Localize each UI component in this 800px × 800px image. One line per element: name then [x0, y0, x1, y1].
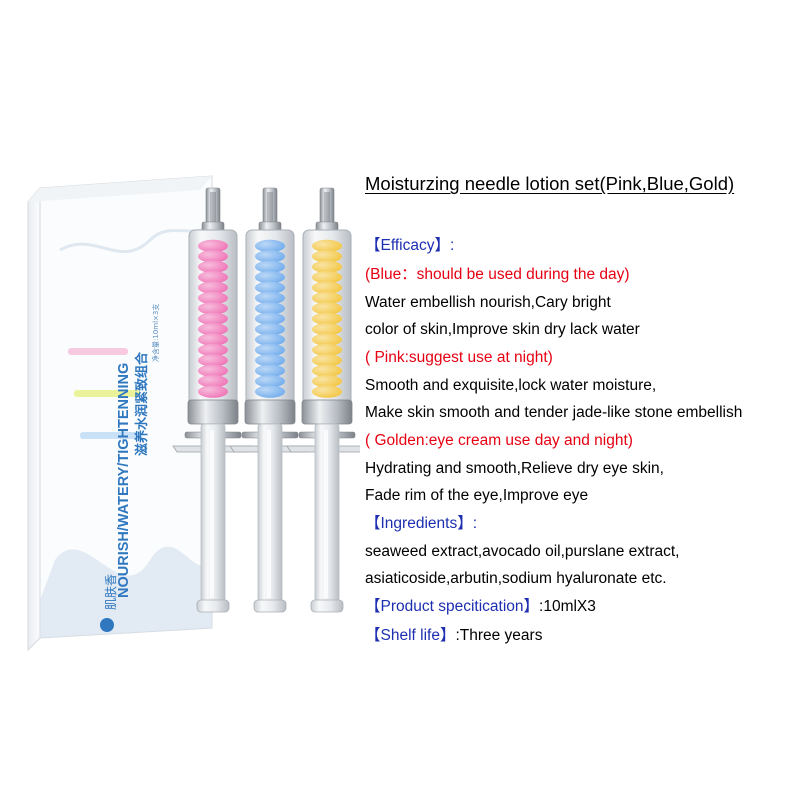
brand-logo [100, 618, 114, 632]
pink-desc-1: Smooth and exquisite,lock water moisture… [365, 377, 657, 394]
specification-row: 【Product specitication】:10mlX3 [365, 597, 596, 617]
blue-desc-2: color of skin,Improve skin dry lack wate… [365, 321, 640, 338]
product-photo: NOURISH/WATERY/TIGHTENNING 滋养水润紧致组合 净含量:… [27, 175, 360, 652]
syringe-collar-blue [244, 399, 296, 425]
ingredients-line-1: seaweed extract,avocado oil,purslane ext… [365, 543, 680, 560]
ingredients-line-2: asiaticoside,arbutin,sodium hyaluronate … [365, 570, 667, 587]
blue-note: (Blue：should be used during the day) [365, 266, 630, 283]
shelf-life-heading: 【Shelf life】 [365, 627, 456, 644]
pink-desc-2: Make skin smooth and tender jade-like st… [365, 404, 743, 421]
box-line-en: NOURISH/WATERY/TIGHTENNING [116, 363, 132, 598]
pink-note: ( Pink:suggest use at night) [365, 349, 553, 366]
syringe-collar-gold [301, 399, 353, 425]
specification-heading: 【Product specitication】 [365, 598, 540, 615]
page-title: Moisturzing needle lotion set(Pink,Blue,… [365, 173, 735, 194]
gold-desc-1: Hydrating and smooth,Relieve dry eye ski… [365, 460, 664, 477]
gold-desc-2: Fade rim of the eye,Improve eye [365, 487, 589, 504]
gold-note: ( Golden:eye cream use day and night) [365, 432, 633, 449]
efficacy-heading: 【Efficacy】: [365, 237, 455, 254]
box-spec-cn: 净含量:10ml×3支 [151, 304, 160, 362]
syringe-collar-pink [187, 399, 239, 425]
specification-value: :10mlX3 [539, 598, 596, 615]
shelf-life-value: :Three years [455, 627, 543, 644]
water-splash-decoration [40, 546, 212, 638]
syringe-group [172, 187, 360, 613]
box-line-cn: 滋养水润紧致组合 [134, 351, 150, 456]
box-brand-cn: 肌肤香 [103, 574, 118, 610]
gift-box: NOURISH/WATERY/TIGHTENNING 滋养水润紧致组合 净含量:… [27, 175, 213, 652]
ingredients-heading: 【Ingredients】: [365, 515, 477, 532]
shelf-life-row: 【Shelf life】:Three years [365, 626, 542, 646]
blue-desc-1: Water embellish nourish,Cary bright [365, 294, 611, 311]
